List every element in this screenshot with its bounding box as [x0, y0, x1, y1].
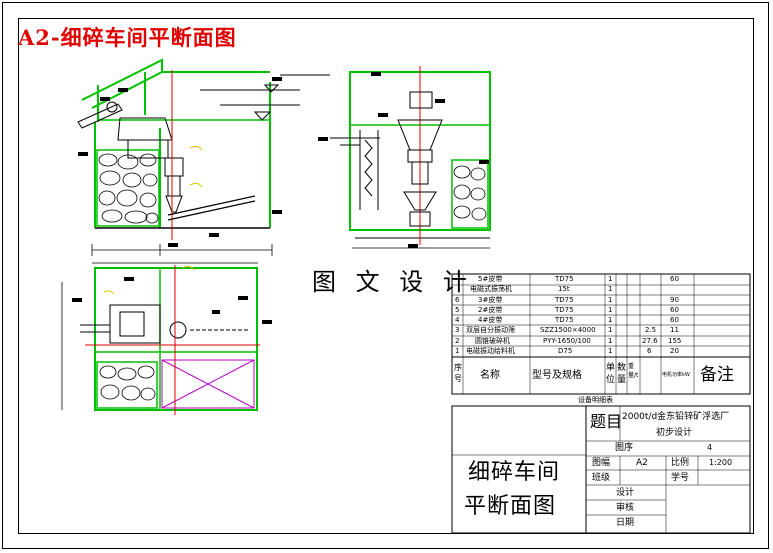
row-name: 电磁振动给料机 — [466, 347, 515, 355]
header-qty: 数量 — [617, 363, 627, 385]
header-power: 电机功率kW — [662, 372, 690, 378]
design-label: 设计 — [616, 488, 635, 498]
row-unit: 1 — [608, 316, 613, 324]
row-spec: TD75 — [555, 306, 574, 314]
drawing-name-line1: 细碎车间 — [468, 460, 561, 485]
row-spec: TD75 — [555, 296, 574, 304]
row-power: 20 — [670, 347, 679, 355]
row-no: 5 — [455, 306, 460, 314]
row-name: 圆锥破碎机 — [475, 337, 510, 345]
row-no: 2 — [455, 337, 460, 345]
scale-label: 比例 — [671, 458, 690, 468]
header-no: 序号 — [454, 363, 462, 383]
page-title: A2-细碎车间平断面图 — [18, 25, 237, 50]
sheet-border-inner — [18, 18, 754, 534]
review-label: 审核 — [616, 503, 635, 513]
header-weight: 重量/t — [628, 363, 639, 379]
row-weight: 2.5 — [645, 326, 657, 334]
drawing-no: 4 — [707, 443, 713, 452]
drawing-no-label: 图序 — [615, 443, 634, 453]
format-label: 图幅 — [592, 458, 611, 468]
banner-text: 图 文 设 计 — [312, 268, 473, 296]
row-power: 90 — [670, 296, 679, 304]
row-power: 11 — [670, 326, 679, 334]
date-label: 日期 — [616, 518, 635, 528]
table-caption: 设备明细表 — [578, 396, 613, 404]
row-name: 5#皮带 — [478, 275, 503, 283]
drawing-name-line2: 平断面图 — [464, 494, 557, 519]
row-name: 4#皮带 — [478, 316, 503, 324]
row-no: 6 — [455, 296, 460, 304]
row-spec: 15t — [558, 285, 570, 293]
section-view-right — [318, 66, 491, 249]
row-power: 155 — [668, 337, 682, 345]
row-spec: TD75 — [555, 316, 574, 324]
row-name: 双层自分振动筛 — [466, 326, 515, 334]
row-spec: PYY-1650/100 — [543, 337, 591, 345]
class-label: 班级 — [592, 473, 611, 483]
title-block-grid — [451, 405, 751, 534]
title-label: 题目 — [590, 412, 623, 431]
row-no: 1 — [455, 347, 460, 355]
row-name: 2#皮带 — [478, 306, 503, 314]
row-name: 电磁式振荡机 — [470, 285, 512, 293]
row-name: 3#皮带 — [478, 296, 503, 304]
scale-value: 1:200 — [709, 458, 733, 467]
header-name: 名称 — [480, 370, 500, 381]
row-spec: SZZ1500×4000 — [540, 326, 596, 334]
row-spec: TD75 — [555, 275, 574, 283]
row-power: 60 — [670, 306, 679, 314]
header-remark: 备注 — [700, 365, 734, 385]
section-view-left — [77, 58, 330, 256]
equipment-table-grid — [451, 273, 751, 407]
row-weight: 27.6 — [642, 337, 658, 345]
row-unit: 1 — [608, 296, 613, 304]
header-spec: 型号及规格 — [532, 370, 582, 381]
row-no: 4 — [455, 316, 460, 324]
row-unit: 1 — [608, 347, 613, 355]
row-unit: 1 — [608, 275, 613, 283]
plan-view — [61, 262, 272, 415]
header-unit: 单位 — [606, 363, 616, 385]
project-name: 2000t/d金东铅锌矿浮选厂 — [622, 412, 730, 422]
row-unit: 1 — [608, 306, 613, 314]
project-sub: 初步设计 — [656, 428, 693, 438]
row-unit: 1 — [608, 337, 613, 345]
row-unit: 1 — [608, 326, 613, 334]
row-no: 3 — [455, 326, 460, 334]
row-power: 60 — [670, 316, 679, 324]
row-power: 60 — [670, 275, 679, 283]
student-label: 学号 — [671, 473, 690, 483]
row-weight: 6 — [647, 347, 652, 355]
row-unit: 1 — [608, 285, 613, 293]
format-value: A2 — [636, 458, 648, 468]
row-spec: D75 — [558, 347, 573, 355]
